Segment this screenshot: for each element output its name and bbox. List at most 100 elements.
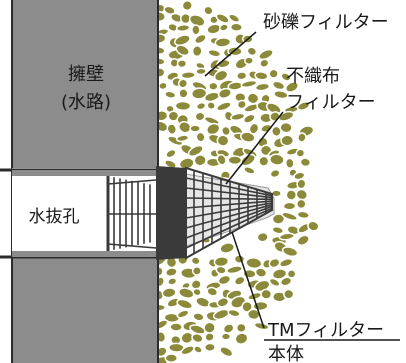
label-tm-line1: TMフィルター <box>267 320 384 341</box>
label-gravel-filter: 砂礫フィルター <box>263 12 389 33</box>
gravel-pebble <box>281 246 299 258</box>
pipe-grid-line <box>185 177 273 197</box>
gravel-pebble <box>242 113 256 124</box>
gravel-pebble <box>227 308 241 318</box>
gravel-pebble <box>178 287 195 299</box>
gravel-pebble <box>217 87 232 99</box>
hole-top-band <box>12 170 158 176</box>
gravel-pebble <box>181 0 193 11</box>
gravel-pebble <box>193 345 203 354</box>
gravel-pebble <box>191 333 204 344</box>
pipe-grid-line <box>185 205 273 239</box>
gravel-pebble <box>178 88 189 99</box>
gravel-pebble <box>296 210 311 220</box>
gravel-pebble <box>259 58 270 68</box>
gravel-pebble <box>215 265 227 275</box>
wall-lower <box>12 258 158 363</box>
strainer-cross-bar <box>107 179 157 185</box>
label-tm-line2: 本体 <box>268 344 304 363</box>
gravel-pebble <box>192 287 202 297</box>
gravel-pebble <box>271 213 286 225</box>
gravel-pebble <box>296 178 307 190</box>
gravel-pebble <box>234 332 249 345</box>
gravel-pebble <box>214 37 232 48</box>
strainer-bars <box>106 176 157 251</box>
gravel-pebble <box>169 322 183 332</box>
gravel-pebble <box>164 90 177 99</box>
label-drain-hole: 水抜孔 <box>29 207 80 227</box>
gravel-pebble <box>213 69 229 82</box>
gravel-pebble <box>269 153 285 166</box>
gravel-pebble <box>217 274 232 286</box>
gravel-pebble <box>195 131 206 143</box>
gravel-pebble <box>295 148 306 158</box>
gravel-pebble <box>280 72 292 82</box>
gravel-pebble <box>219 346 234 358</box>
gravel-pebble <box>190 256 201 266</box>
gravel-pebble <box>284 157 295 169</box>
gravel-pebble <box>254 71 269 81</box>
gravel-pebble <box>203 5 214 16</box>
gravel-pebble <box>204 332 215 342</box>
gravel-pebble <box>212 308 230 320</box>
gravel-pebble <box>240 79 258 88</box>
gravel-pebble <box>281 211 298 221</box>
gravel-pebble <box>177 78 189 89</box>
gravel-pebble <box>258 155 270 167</box>
gravel-pebble <box>215 13 230 24</box>
gravel-pebble <box>278 258 294 268</box>
gravel-pebble <box>280 134 295 147</box>
gravel-pebble <box>194 111 206 122</box>
gravel-pebble <box>277 110 295 122</box>
gravel-pebble <box>176 59 188 69</box>
gravel-pebble <box>174 100 192 112</box>
gravel-pebble <box>296 101 311 111</box>
leader-tm-body <box>231 231 265 329</box>
leader-gravel <box>204 31 257 77</box>
gravel-pebble <box>176 309 190 319</box>
gravel-pebble <box>228 13 241 23</box>
gravel-pebble <box>279 276 293 287</box>
gravel-pebble <box>282 201 297 211</box>
gravel-pebble <box>220 332 232 341</box>
gravel-pebble <box>243 166 256 175</box>
gravel-pebble <box>273 90 289 100</box>
gravel-pebble <box>189 124 201 133</box>
gravel-pebble <box>307 220 320 232</box>
gravel-pebble <box>271 80 286 91</box>
gravel-pebble <box>244 56 254 66</box>
gravel-pebble <box>167 277 178 286</box>
gravel-pebble <box>191 266 202 276</box>
gravel-pebble <box>176 298 194 310</box>
gravel-pebble <box>240 131 256 143</box>
gravel-pebble <box>296 234 310 246</box>
gravel-pebble <box>254 82 271 92</box>
gravel-pebble <box>260 288 273 300</box>
gravel-pebble <box>246 46 258 57</box>
gravel-pebble <box>271 268 288 280</box>
gravel-pebble <box>227 155 243 166</box>
gravel-pebble <box>222 323 235 334</box>
gravel-pebble <box>286 269 297 279</box>
gravel-pebble <box>283 288 295 300</box>
gravel-pebble <box>190 87 208 100</box>
gravel-pebble <box>191 24 201 36</box>
pipe-grid-line <box>185 203 273 229</box>
gravel-pebble <box>299 157 312 168</box>
gravel-pebble <box>207 48 222 58</box>
gravel-pebble <box>256 231 269 243</box>
gravel-pebble <box>218 23 229 32</box>
gravel-pebble <box>163 5 176 15</box>
pipe-grid-line <box>185 187 273 199</box>
gravel-pebble <box>226 265 243 275</box>
gravel-pebble <box>175 134 190 143</box>
gravel-pebble <box>206 101 216 111</box>
gravel-pebble <box>192 312 205 322</box>
gravel-pebble <box>206 286 219 297</box>
gravel-pebble <box>175 23 191 33</box>
gravel-pebble <box>213 256 230 268</box>
leader-nonwoven <box>225 111 284 185</box>
label-nonwoven-line2: フィルター <box>286 92 376 113</box>
gravel-pebble <box>195 67 207 76</box>
